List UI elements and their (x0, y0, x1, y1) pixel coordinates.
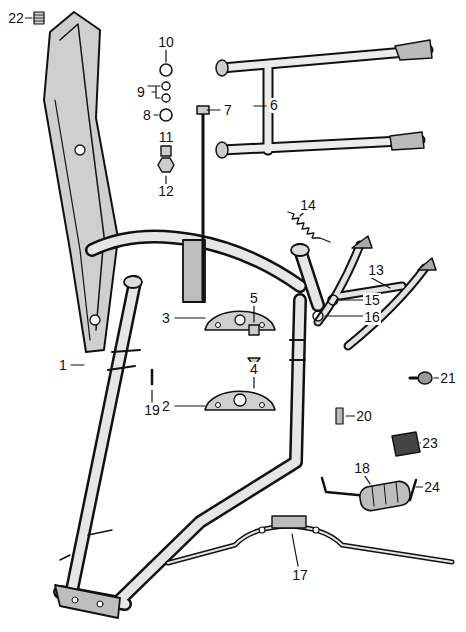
callout-number: 6 (269, 98, 279, 113)
callout-number: 9 (136, 85, 146, 100)
bracket-plate (205, 391, 275, 410)
callout-number: 19 (143, 403, 161, 418)
callout-number: 7 (223, 103, 233, 118)
callout-number: 16 (363, 310, 381, 325)
callout-number: 20 (355, 409, 373, 424)
callout-number: 14 (299, 198, 317, 213)
leader-line (24, 18, 440, 566)
callout-number: 3 (161, 311, 171, 326)
footrest-plate (55, 585, 120, 618)
callout-number: 22 (7, 11, 25, 26)
callout-number: 5 (249, 291, 259, 306)
callout-number: 12 (157, 184, 175, 199)
callout-number: 24 (423, 480, 441, 495)
callout-number: 15 (363, 293, 381, 308)
rear-frame (44, 12, 118, 352)
callout-number: 1 (58, 358, 68, 373)
callout-number: 18 (353, 461, 371, 476)
callout-number: 10 (157, 35, 175, 50)
callout-number: 11 (158, 130, 175, 145)
callout-number: 13 (367, 263, 385, 278)
callout-number: 4 (249, 362, 259, 377)
callout-number: 2 (161, 399, 171, 414)
callout-number: 17 (291, 568, 309, 583)
callout-number: 21 (439, 371, 457, 386)
callout-number: 23 (421, 436, 439, 451)
bracket-plate (205, 311, 275, 330)
callout-number: 8 (142, 108, 152, 123)
